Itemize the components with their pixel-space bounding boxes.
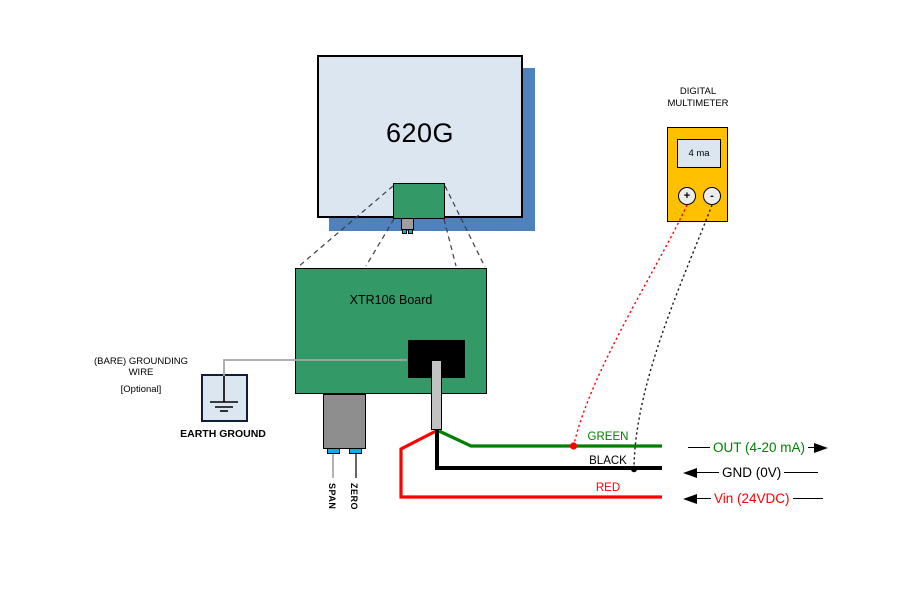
grounding-note-line2: WIRE: [128, 367, 154, 378]
earth-ground-box: [201, 374, 248, 422]
gnd-terminal-row: GND (0V): [683, 465, 819, 480]
arrow-left-icon: [683, 493, 697, 504]
out-terminal-label: OUT (4-20 mA): [713, 440, 806, 455]
plus-probe-lead: [573, 204, 688, 445]
device-connector-plug: [401, 218, 414, 230]
grounding-wire-note: (BARE) GROUNDING WIRE: [91, 356, 191, 378]
vin-line2: [792, 498, 823, 499]
plus-sign: +: [683, 190, 691, 202]
gnd-terminal-label: GND (0V): [722, 465, 782, 480]
device-connector: [393, 183, 445, 219]
red-wire-label: RED: [595, 482, 621, 494]
trimmer-block: [323, 394, 366, 449]
device-620g-label: 620G: [385, 118, 455, 148]
span-label: SPAN: [327, 483, 337, 510]
multimeter-plus-terminal: +: [678, 187, 696, 205]
vin-terminal-label: Vin (24VDC): [714, 491, 790, 506]
zero-trimmer-pin: [349, 448, 362, 454]
grounding-note-line1: (BARE) GROUNDING: [94, 356, 188, 367]
out-line: [688, 447, 710, 448]
vin-line: [697, 498, 711, 499]
multimeter-title-line1: DIGITAL: [679, 86, 717, 97]
plus-probe-dot: [569, 442, 578, 450]
green-wire-label: GREEN: [587, 431, 629, 443]
multimeter-reading: 4 ma: [688, 148, 710, 159]
minus-probe-lead: [633, 204, 713, 467]
multimeter-minus-terminal: -: [703, 187, 721, 205]
optional-note: [Optional]: [120, 384, 162, 395]
plug-pin-right: [408, 229, 413, 234]
multimeter-display: 4 ma: [677, 139, 721, 168]
multimeter-title: DIGITAL MULTIMETER: [648, 86, 748, 110]
arrow-left-icon: [683, 467, 697, 478]
zero-label: ZERO: [349, 483, 359, 511]
plug-pin-left: [402, 229, 407, 234]
minus-sign: -: [710, 190, 714, 202]
span-trimmer-pin: [327, 448, 340, 454]
gnd-line: [697, 472, 719, 473]
out-line2: [808, 447, 815, 448]
arrow-right-icon: [814, 442, 829, 453]
multimeter-title-line2: MULTIMETER: [667, 98, 729, 109]
earth-ground-label: EARTH GROUND: [180, 428, 266, 440]
output-cable: [431, 360, 442, 430]
xtr106-board-label: XTR106 Board: [349, 293, 433, 307]
vin-terminal-row: Vin (24VDC): [683, 491, 823, 506]
gnd-line2: [784, 472, 819, 473]
out-terminal-row: OUT (4-20 mA): [688, 440, 829, 455]
black-wire-label: BLACK: [589, 455, 627, 467]
